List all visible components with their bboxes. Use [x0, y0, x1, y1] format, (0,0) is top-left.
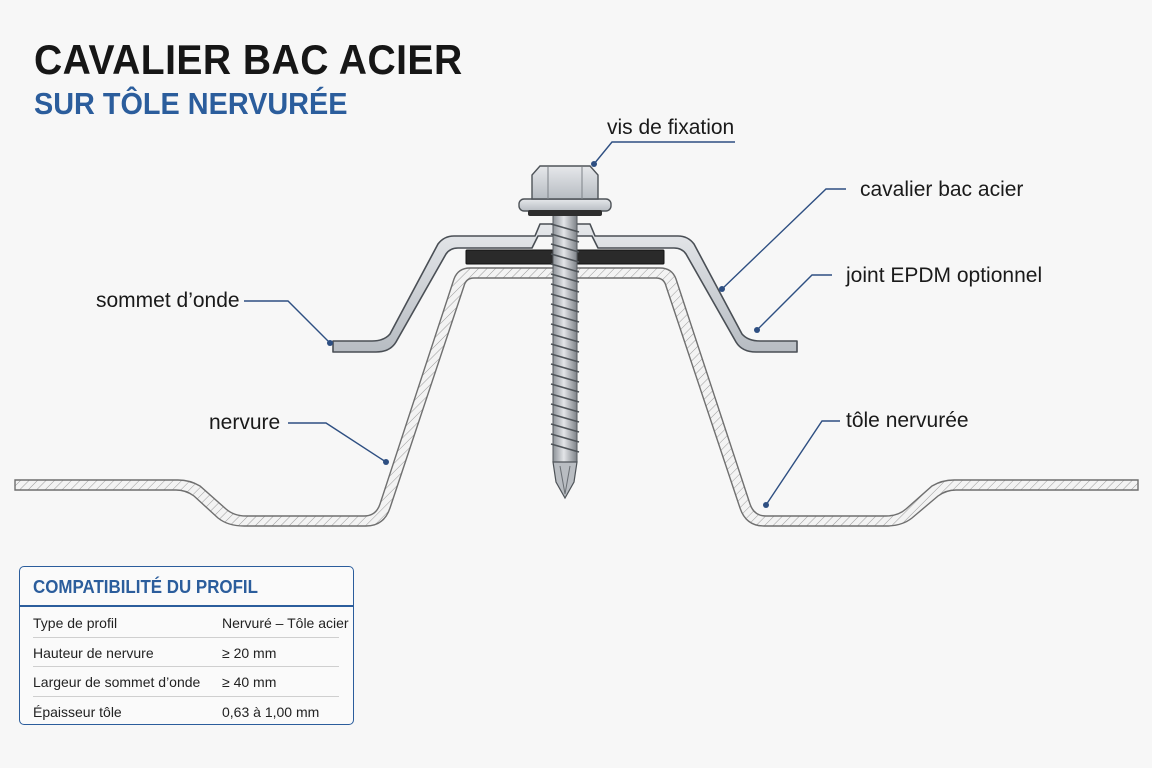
table-row: Largeur de sommet d’onde ≥ 40 mm [33, 667, 339, 697]
label-sheet: tôle nervurée [846, 409, 969, 432]
leader-lines [244, 141, 846, 506]
row-value: 0,63 à 1,00 mm [222, 703, 320, 720]
diagram-title: CAVALIER BAC ACIER [34, 36, 463, 83]
label-screw: vis de fixation [607, 116, 735, 139]
row-key: Type de profil [33, 615, 118, 631]
table-row: Hauteur de nervure ≥ 20 mm [33, 638, 339, 667]
compatibility-table: COMPATIBILITÉ DU PROFIL Type de profil N… [19, 566, 354, 725]
row-value: ≥ 40 mm [222, 674, 277, 690]
fixing-screw [518, 165, 612, 500]
row-key: Épaisseur tôle [33, 703, 122, 720]
label-gasket: joint EPDM optionnel [846, 264, 1043, 287]
row-value: ≥ 20 mm [222, 644, 277, 661]
row-key: Hauteur de nervure [33, 644, 154, 661]
label-saddle: cavalier bac acier [860, 178, 1024, 201]
label-crest: sommet d’onde [96, 289, 240, 312]
diagram-subtitle: SUR TÔLE NERVURÉE [34, 86, 348, 121]
saddle-cavalier [332, 223, 798, 353]
table-title: COMPATIBILITÉ DU PROFIL [33, 577, 258, 597]
ribbed-sheet [14, 267, 1139, 527]
row-value: Nervuré – Tôle acier [222, 615, 349, 631]
table-row: Type de profil Nervuré – Tôle acier [33, 608, 349, 638]
label-rib: nervure [209, 411, 281, 434]
table-divider [20, 605, 353, 607]
leader-dots [327, 161, 769, 508]
table-row: Épaisseur tôle 0,63 à 1,00 mm [33, 697, 339, 726]
row-key: Largeur de sommet d’onde [33, 674, 201, 690]
